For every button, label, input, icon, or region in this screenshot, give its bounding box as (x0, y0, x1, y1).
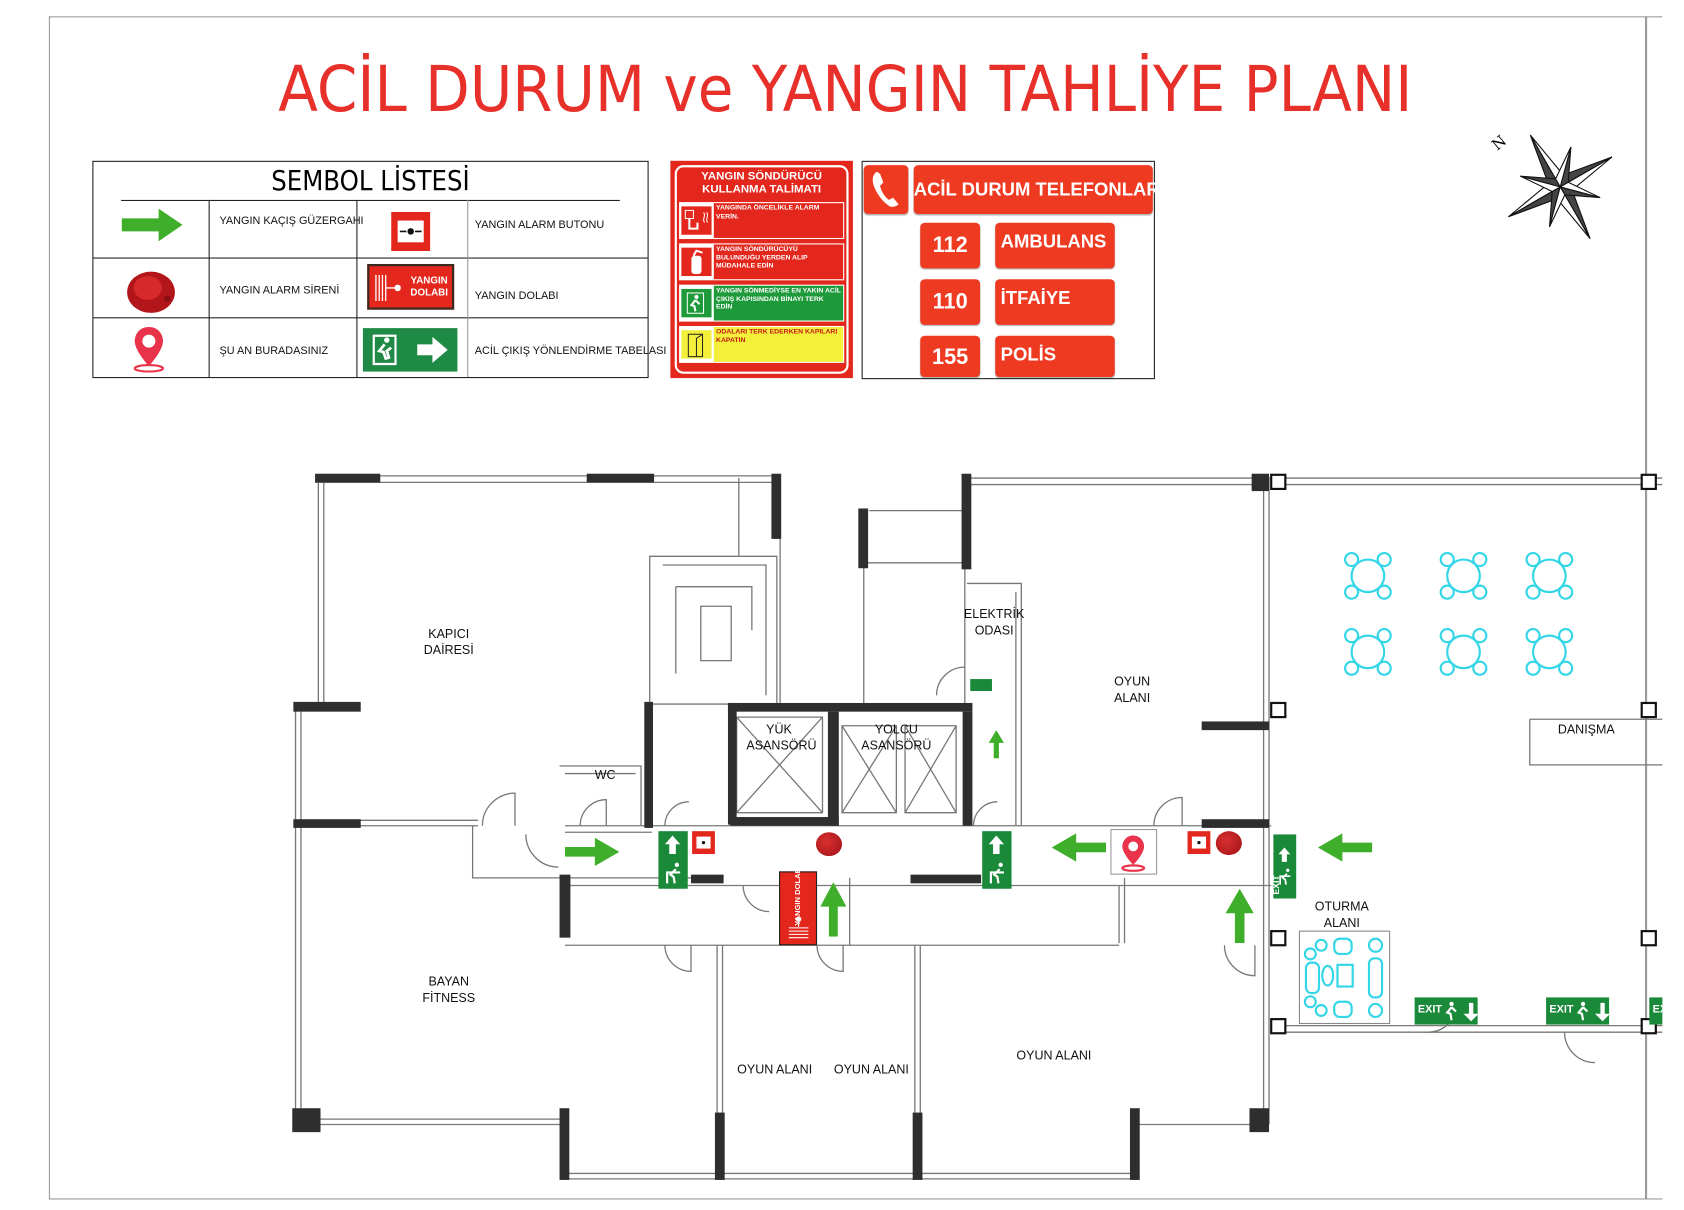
instruction-text: YANGIN SÖNDÜRÜCÜYÜ BULUNDUĞU YERDEN ALIP… (713, 244, 844, 280)
instruction-step: YANGINDA ÖNCELİKLE ALARM VERİN. (679, 202, 845, 240)
phone-icon (863, 165, 909, 215)
table-with-chairs-icon (1434, 623, 1493, 682)
instruction-text: YANGIN SÖNMEDİYSE EN YAKIN ACİL ÇIKIŞ KA… (713, 285, 844, 321)
phones-title: ACİL DURUM TELEFONLARI (913, 165, 1165, 215)
symbol-list: SEMBOL LİSTESİ YANGIN KAÇIŞ GÜZERGAHI YA… (92, 160, 666, 379)
extinguisher-icon (681, 247, 712, 277)
divider (93, 317, 648, 319)
symbol-label: YANGIN ALARM SİRENİ (219, 284, 340, 297)
escape-arrow-icon (1317, 833, 1373, 862)
emergency-phones: ACİL DURUM TELEFONLARI 112 AMBULANS 110 … (861, 160, 1165, 380)
seating-furniture-icon (1302, 934, 1389, 1021)
room-label: BAYAN FİTNESS (422, 975, 476, 1006)
room-label: WC (594, 769, 616, 783)
alarm-siren-icon (127, 271, 175, 313)
location-pin-icon (133, 327, 165, 373)
room-label: OYUN ALANI (1016, 1049, 1092, 1063)
exit-sign-icon (658, 831, 688, 889)
room-label: YÜK ASANSÖRÜ (746, 723, 817, 753)
escape-arrow-icon (988, 730, 1004, 759)
frame-top (48, 16, 1663, 18)
alarm-siren-icon (1215, 831, 1242, 856)
phone-number: 110 (920, 279, 981, 325)
page-title: ACİL DURUM ve YANGIN TAHLİYE PLANI (278, 52, 1413, 127)
table-with-chairs-icon (1339, 547, 1398, 606)
instruction-step: YANGIN SÖNDÜRÜCÜYÜ BULUNDUĞU YERDEN ALIP… (679, 243, 845, 281)
frame-right (1644, 16, 1648, 1200)
symbol-label: YANGIN DOLABI (474, 290, 559, 303)
divider (467, 199, 469, 378)
instruction-text: ODALARI TERK EDERKEN KAPILARI KAPATIN (713, 327, 844, 362)
exit-sign-text: EXIT (1417, 1003, 1443, 1016)
panel-border (674, 165, 849, 374)
frame-left (48, 16, 50, 1200)
escape-arrow-icon (1225, 888, 1254, 944)
room-label: OYUN ALANI (737, 1063, 813, 1077)
room-label: KAPICI DAİRESİ (423, 627, 474, 658)
cabinet-sign-text: YANGIN DOLABI (410, 274, 448, 298)
frame-bottom (48, 1198, 1663, 1200)
compass-rose: N (1486, 130, 1627, 250)
table-with-chairs-icon (1520, 547, 1579, 606)
phone-service: AMBULANS (995, 222, 1115, 269)
instruction-step: YANGIN SÖNMEDİYSE EN YAKIN ACİL ÇIKIŞ KA… (679, 284, 845, 322)
exit-sign-icon: EXIT (1649, 997, 1663, 1025)
instruction-text: YANGINDA ÖNCELİKLE ALARM VERİN. (713, 203, 844, 238)
alarm-siren-icon (815, 832, 843, 857)
phone-service: İTFAİYE (995, 279, 1115, 325)
exit-sign-icon: EXIT (1546, 997, 1610, 1025)
instruction-step: ODALARI TERK EDERKEN KAPILARI KAPATIN (679, 325, 845, 363)
exit-sign-icon (982, 831, 1012, 889)
fire-alarm-button-icon (692, 831, 715, 854)
room-label: OTURMA ALANI (1314, 900, 1369, 931)
table-with-chairs-icon (1434, 547, 1493, 606)
table-with-chairs-icon (1339, 623, 1398, 682)
location-pin-icon (1110, 828, 1158, 875)
fire-alarm-button-icon (391, 211, 431, 251)
symbol-label: YANGIN KAÇIŞ GÜZERGAHI (219, 215, 364, 228)
symbol-list-header: SEMBOL LİSTESİ (121, 162, 620, 202)
phone-service: POLİS (995, 335, 1115, 378)
escape-arrow-icon (564, 837, 620, 866)
exit-direction-sign-icon (362, 328, 458, 372)
room-label: OYUN ALANI (1114, 675, 1151, 706)
alarm-hand-icon (681, 206, 712, 235)
room-label: DANIŞMA (1557, 723, 1615, 737)
divider (93, 257, 648, 259)
running-man-icon (681, 288, 712, 318)
divider (208, 199, 210, 378)
phone-number: 112 (920, 222, 981, 269)
fire-cabinet-icon: YANGIN DOLABI (779, 866, 818, 946)
symbol-label: ACİL ÇIKIŞ YÖNLENDİRME TABELASI (474, 345, 667, 358)
fire-alarm-button-icon (1187, 831, 1211, 854)
door-icon (681, 330, 712, 359)
symbol-label: ŞU AN BURADASINIZ (219, 345, 329, 358)
symbol-label: YANGIN ALARM BUTONU (474, 219, 605, 232)
exit-sign-icon (970, 679, 992, 692)
exit-sign-icon: EXIT (1414, 997, 1478, 1025)
escape-arrow-icon (1051, 833, 1107, 862)
fire-cabinet-icon: YANGIN DOLABI (367, 264, 455, 310)
green-arrow-icon (121, 208, 183, 242)
phone-number: 155 (920, 335, 981, 378)
divider (356, 199, 358, 378)
room-label: OYUN ALANI (833, 1063, 909, 1077)
exit-sign-text: EXIT (1652, 1003, 1663, 1016)
room-label: YOLCU ASANSÖRÜ (861, 723, 932, 753)
escape-arrow-icon (820, 882, 847, 937)
room-label: ELEKTRİK ODASI (963, 608, 1025, 638)
exit-sign-text: EXIT (1271, 875, 1282, 895)
exit-sign-text: EXIT (1549, 1003, 1574, 1016)
exit-sign-icon: EXIT (1271, 834, 1297, 899)
table-with-chairs-icon (1520, 623, 1579, 682)
extinguisher-instructions: YANGIN SÖNDÜRÜCÜ KULLANMA TALİMATI YANGI… (670, 160, 853, 379)
instructions-title: YANGIN SÖNDÜRÜCÜ KULLANMA TALİMATI (701, 169, 822, 196)
